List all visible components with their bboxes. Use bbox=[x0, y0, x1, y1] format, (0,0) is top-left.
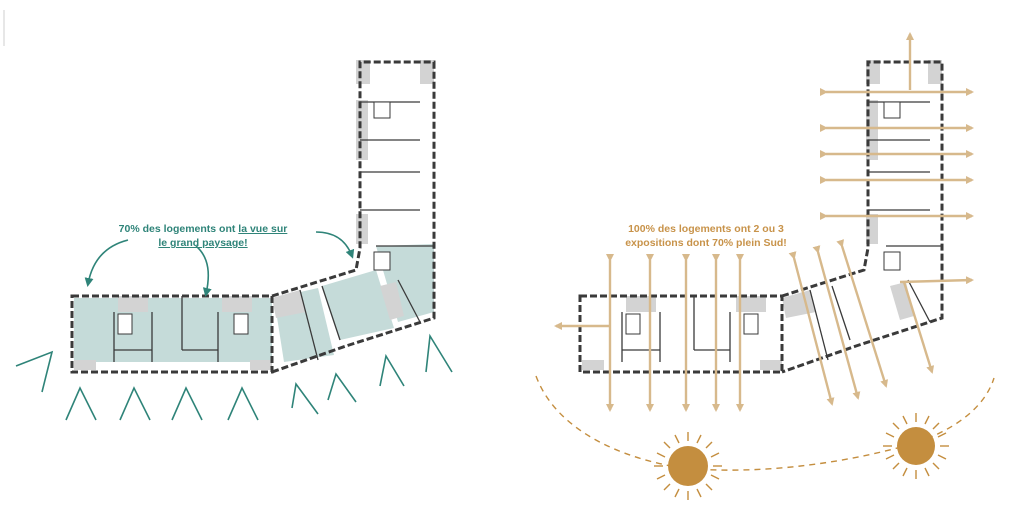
view-caption-line-2: le grand paysage! bbox=[118, 236, 288, 250]
view-caption-line-1: 70% des logements ont la vue sur bbox=[118, 222, 288, 236]
interior-walls bbox=[113, 101, 434, 362]
view-caption-plain: 70% des logements ont bbox=[118, 223, 239, 235]
exposure-caption: 100% des logements ont 2 ou 3 exposition… bbox=[606, 222, 806, 250]
landscape-mountains bbox=[15, 333, 453, 421]
floor-plan-exposure-analysis bbox=[535, 32, 995, 500]
exposure-caption-line-2: expositions dont 70% plein Sud! bbox=[625, 237, 787, 249]
single-exposure-arrows bbox=[554, 32, 974, 374]
view-caption-link-2: le grand paysage! bbox=[158, 237, 248, 249]
sun-icon bbox=[654, 432, 722, 500]
view-arrows bbox=[84, 231, 355, 297]
stairwells bbox=[117, 101, 391, 335]
view-caption-link-1: la vue sur bbox=[238, 223, 288, 235]
view-caption: 70% des logements ont la vue sur le gran… bbox=[118, 222, 288, 250]
exposure-arrows bbox=[606, 88, 974, 412]
exposure-caption-line-1: 100% des logements ont 2 ou 3 bbox=[628, 223, 784, 235]
floor-plan-view-analysis bbox=[15, 60, 453, 421]
sun-icon bbox=[883, 413, 949, 479]
